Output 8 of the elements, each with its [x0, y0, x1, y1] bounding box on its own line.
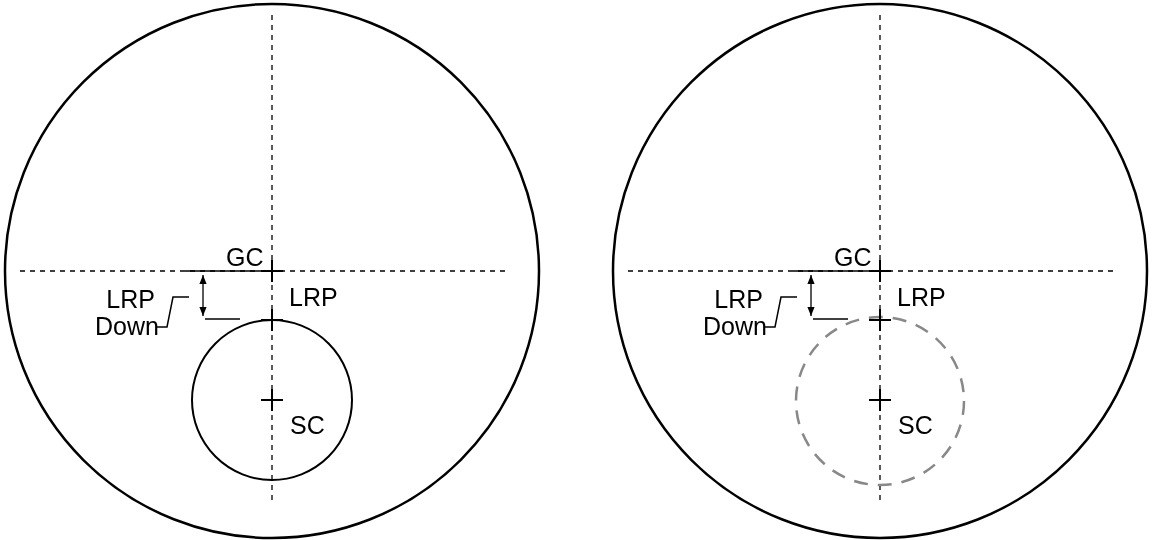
- point-label: SC: [898, 412, 933, 438]
- leader-line: [764, 296, 798, 328]
- point-label: GC: [226, 244, 264, 270]
- point-label: SC: [290, 412, 325, 438]
- leader-line: [156, 296, 190, 328]
- point-label: LRP: [897, 284, 946, 310]
- point-label: LRP: [289, 284, 338, 310]
- point-label: GC: [834, 244, 872, 270]
